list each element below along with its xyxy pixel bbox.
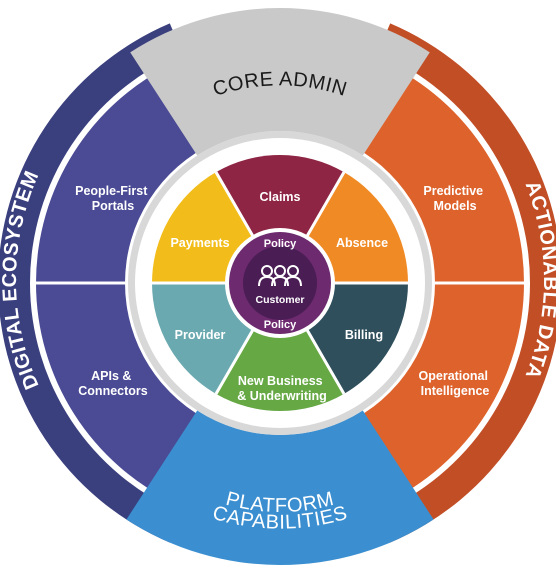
- payments-label: Payments: [170, 236, 229, 250]
- policy-top-label: Policy: [264, 238, 297, 250]
- predictive-models-label: Predictive Models: [423, 184, 486, 213]
- platform-capabilities-segment: PLATFORM CAPABILITIES: [126, 410, 434, 565]
- core-admin-shape: [130, 8, 430, 156]
- people-first-portals-label: People-First Portals: [75, 184, 151, 213]
- people-first-portals-panel: [36, 61, 215, 283]
- apis-connectors-panel: [36, 283, 215, 505]
- claims-wedge: [216, 155, 344, 283]
- actionable-data-arc: [377, 23, 556, 543]
- provider-label: Provider: [175, 328, 226, 342]
- claims-label: Claims: [260, 190, 301, 204]
- core-admin-segment: CORE ADMIN: [130, 8, 430, 156]
- hub-inner: [243, 246, 317, 320]
- operational-intelligence-panel: [345, 283, 524, 505]
- operational-intelligence-label: Operational Intelligence: [419, 369, 492, 398]
- digital-ecosystem-arc: [0, 23, 183, 543]
- actionable-panels: Predictive Models Operational Intelligen…: [36, 61, 524, 505]
- absence-label: Absence: [336, 236, 388, 250]
- platform-capabilities-shape: [126, 410, 434, 565]
- new-business-wedge: [216, 283, 344, 411]
- customer-label: Customer: [255, 294, 304, 306]
- predictive-models-panel: [345, 61, 524, 283]
- apis-connectors-label: APIs & Connectors: [78, 369, 148, 398]
- billing-label: Billing: [345, 328, 383, 342]
- policy-bottom-label: Policy: [264, 319, 297, 331]
- new-business-label: New Business & Underwriting: [237, 374, 327, 403]
- customer-hub: Policy Policy Customer: [225, 228, 335, 338]
- digital-panels: People-First Portals APIs & Connectors: [36, 61, 215, 505]
- people-icon: [258, 265, 302, 287]
